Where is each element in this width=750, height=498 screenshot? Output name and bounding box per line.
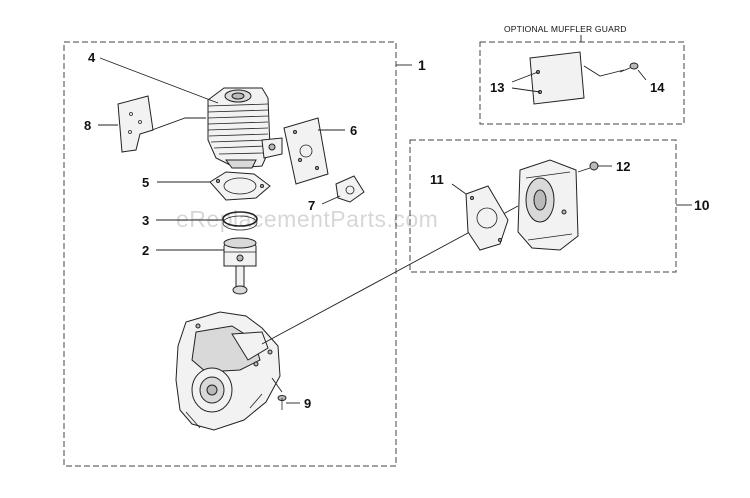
small-gasket-part	[335, 175, 365, 203]
group-box-muffler-guard	[479, 41, 685, 125]
callout-6: 6	[350, 123, 357, 138]
callout-13: 13	[490, 80, 504, 95]
leader-9	[271, 377, 283, 393]
callout-10: 10	[694, 197, 710, 213]
group-box-1	[63, 41, 397, 467]
callout-3: 3	[142, 213, 149, 228]
bolt-part	[577, 161, 599, 173]
callout-14: 14	[650, 80, 665, 95]
group-box-10	[409, 139, 677, 273]
leader-13a	[511, 71, 539, 83]
cylinder-part	[207, 87, 283, 169]
muffler-guard-caption: OPTIONAL MUFFLER GUARD	[504, 24, 627, 34]
piston-part	[223, 237, 257, 295]
crankcase-part	[175, 311, 281, 431]
callout-7: 7	[308, 198, 315, 213]
muffler-guard-part	[529, 51, 585, 105]
callout-8: 8	[84, 118, 91, 133]
muffler-gasket-part	[465, 185, 509, 251]
base-gasket-part	[209, 171, 271, 201]
piston-ring-part	[222, 211, 258, 231]
leader-14	[583, 65, 625, 77]
callout-12: 12	[616, 159, 630, 174]
leader-7	[321, 195, 341, 205]
callout-5: 5	[142, 175, 149, 190]
leader-11	[451, 183, 467, 195]
callout-11: 11	[430, 172, 444, 187]
leader-4	[99, 57, 219, 104]
callout-4: 4	[88, 50, 96, 65]
muffler-part	[517, 159, 579, 251]
screw-part	[277, 395, 287, 410]
leader-13b	[511, 87, 541, 93]
callout-9: 9	[304, 396, 311, 411]
callout-2: 2	[142, 243, 149, 258]
leader-14b	[637, 69, 647, 81]
callout-1: 1	[418, 57, 426, 73]
leader-8b	[151, 117, 206, 131]
watermark-text: eReplacementParts.com	[176, 206, 438, 232]
heat-shield-plate-part	[117, 95, 154, 153]
intake-plate-part	[283, 117, 329, 185]
guard-screw-part	[619, 62, 639, 73]
